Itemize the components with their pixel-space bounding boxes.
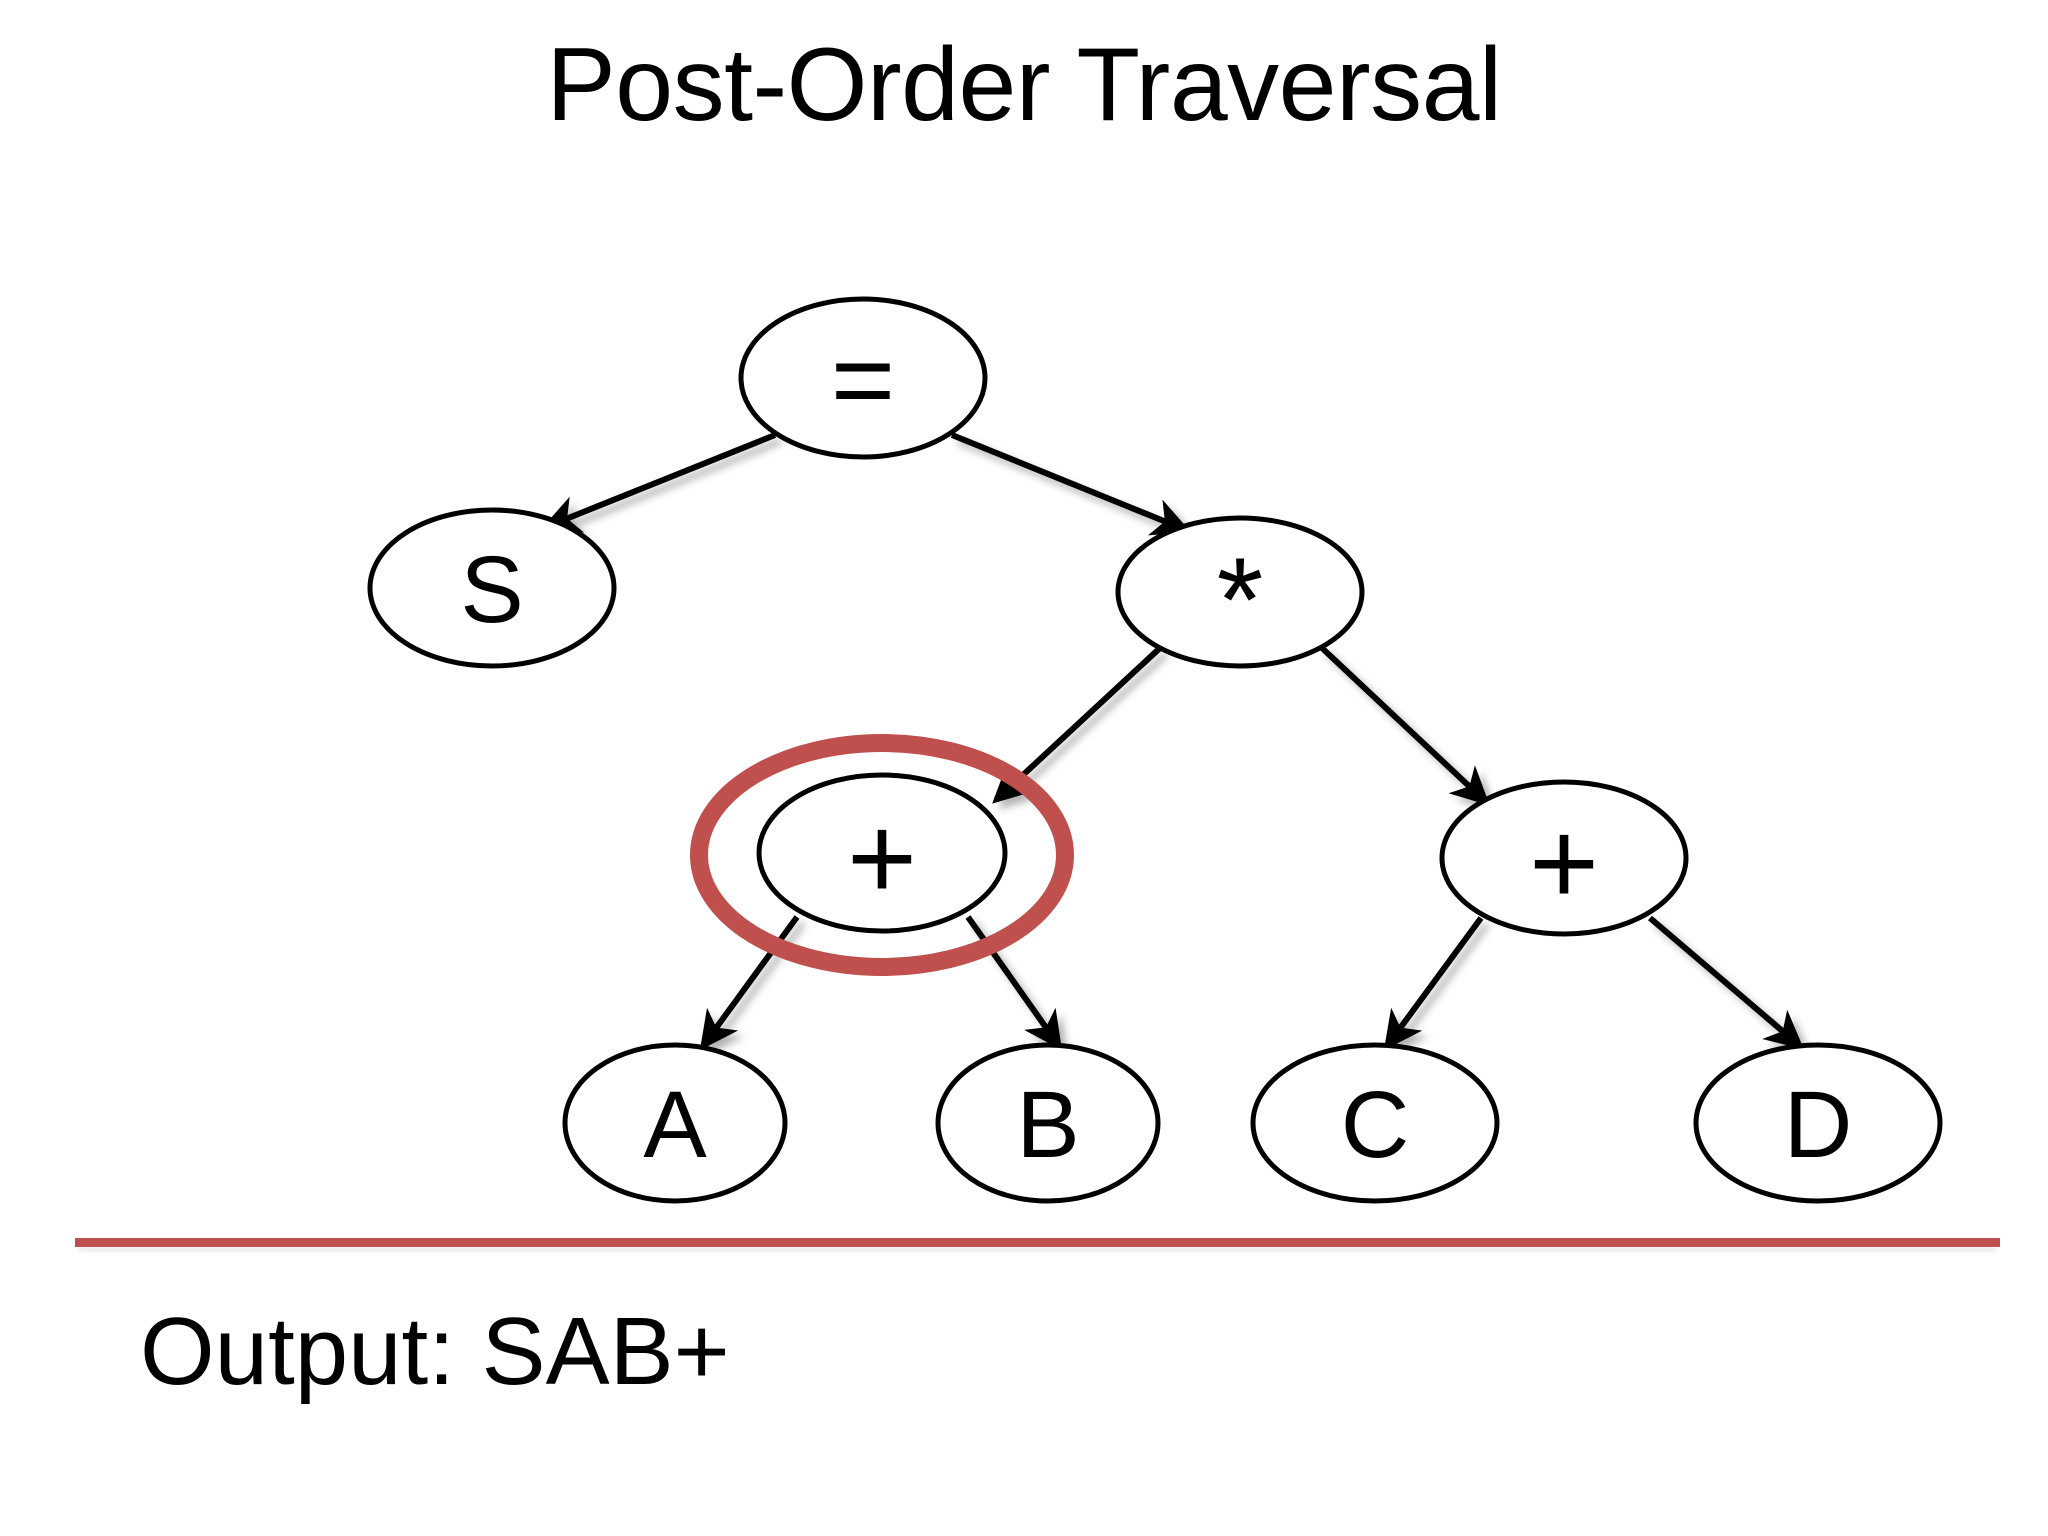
highlight-ellipse-plus-left	[690, 734, 1074, 976]
node-shape-a	[562, 1042, 788, 1204]
edge-plus-right-to-d	[1648, 915, 1804, 1050]
tree-node-plus-right[interactable]: +	[1439, 779, 1689, 937]
tree-node-star[interactable]: *	[1115, 515, 1365, 669]
tree-node-b[interactable]: B	[935, 1042, 1161, 1204]
tree-node-s[interactable]: S	[367, 507, 617, 669]
node-shape-d	[1693, 1042, 1943, 1204]
node-label-c: C	[1341, 1072, 1410, 1178]
tree-node-a[interactable]: A	[562, 1042, 788, 1204]
node-label-root-eq: =	[831, 319, 895, 442]
node-label-star: *	[1217, 533, 1264, 667]
tree-node-d[interactable]: D	[1693, 1042, 1943, 1204]
horizontal-divider	[75, 1238, 2000, 1247]
node-label-s: S	[460, 537, 523, 643]
page-title: Post-Order Traversal	[546, 27, 1502, 143]
node-label-d: D	[1784, 1072, 1853, 1178]
node-label-b: B	[1016, 1072, 1079, 1178]
edge-plus-right-to-c	[1383, 916, 1484, 1051]
tree-nodes: = S * + + A	[367, 296, 1943, 1204]
node-shape-c	[1250, 1042, 1500, 1204]
node-shape-plus-left	[756, 772, 1008, 934]
node-shape-s	[367, 507, 617, 669]
node-shape-root-eq	[738, 296, 988, 460]
edge-plus-left-to-a	[699, 915, 800, 1051]
edge-star-to-plus-right	[1319, 645, 1490, 806]
tree-edges	[541, 432, 1804, 1051]
output-label: Output: SAB+	[140, 1298, 730, 1405]
edge-plus-left-to-b	[965, 915, 1063, 1051]
highlight-ring	[690, 734, 1074, 976]
edge-eq-to-star	[950, 432, 1191, 536]
node-label-plus-left: +	[847, 791, 917, 925]
tree-node-root-eq[interactable]: =	[738, 296, 988, 460]
edge-eq-to-s	[541, 432, 777, 533]
node-shape-plus-right	[1439, 779, 1689, 937]
tree-node-plus-left[interactable]: +	[756, 772, 1008, 934]
node-label-plus-right: +	[1529, 796, 1599, 930]
node-shape-b	[935, 1042, 1161, 1204]
node-shape-star	[1115, 515, 1365, 669]
node-label-a: A	[643, 1072, 707, 1178]
tree-node-c[interactable]: C	[1250, 1042, 1500, 1204]
